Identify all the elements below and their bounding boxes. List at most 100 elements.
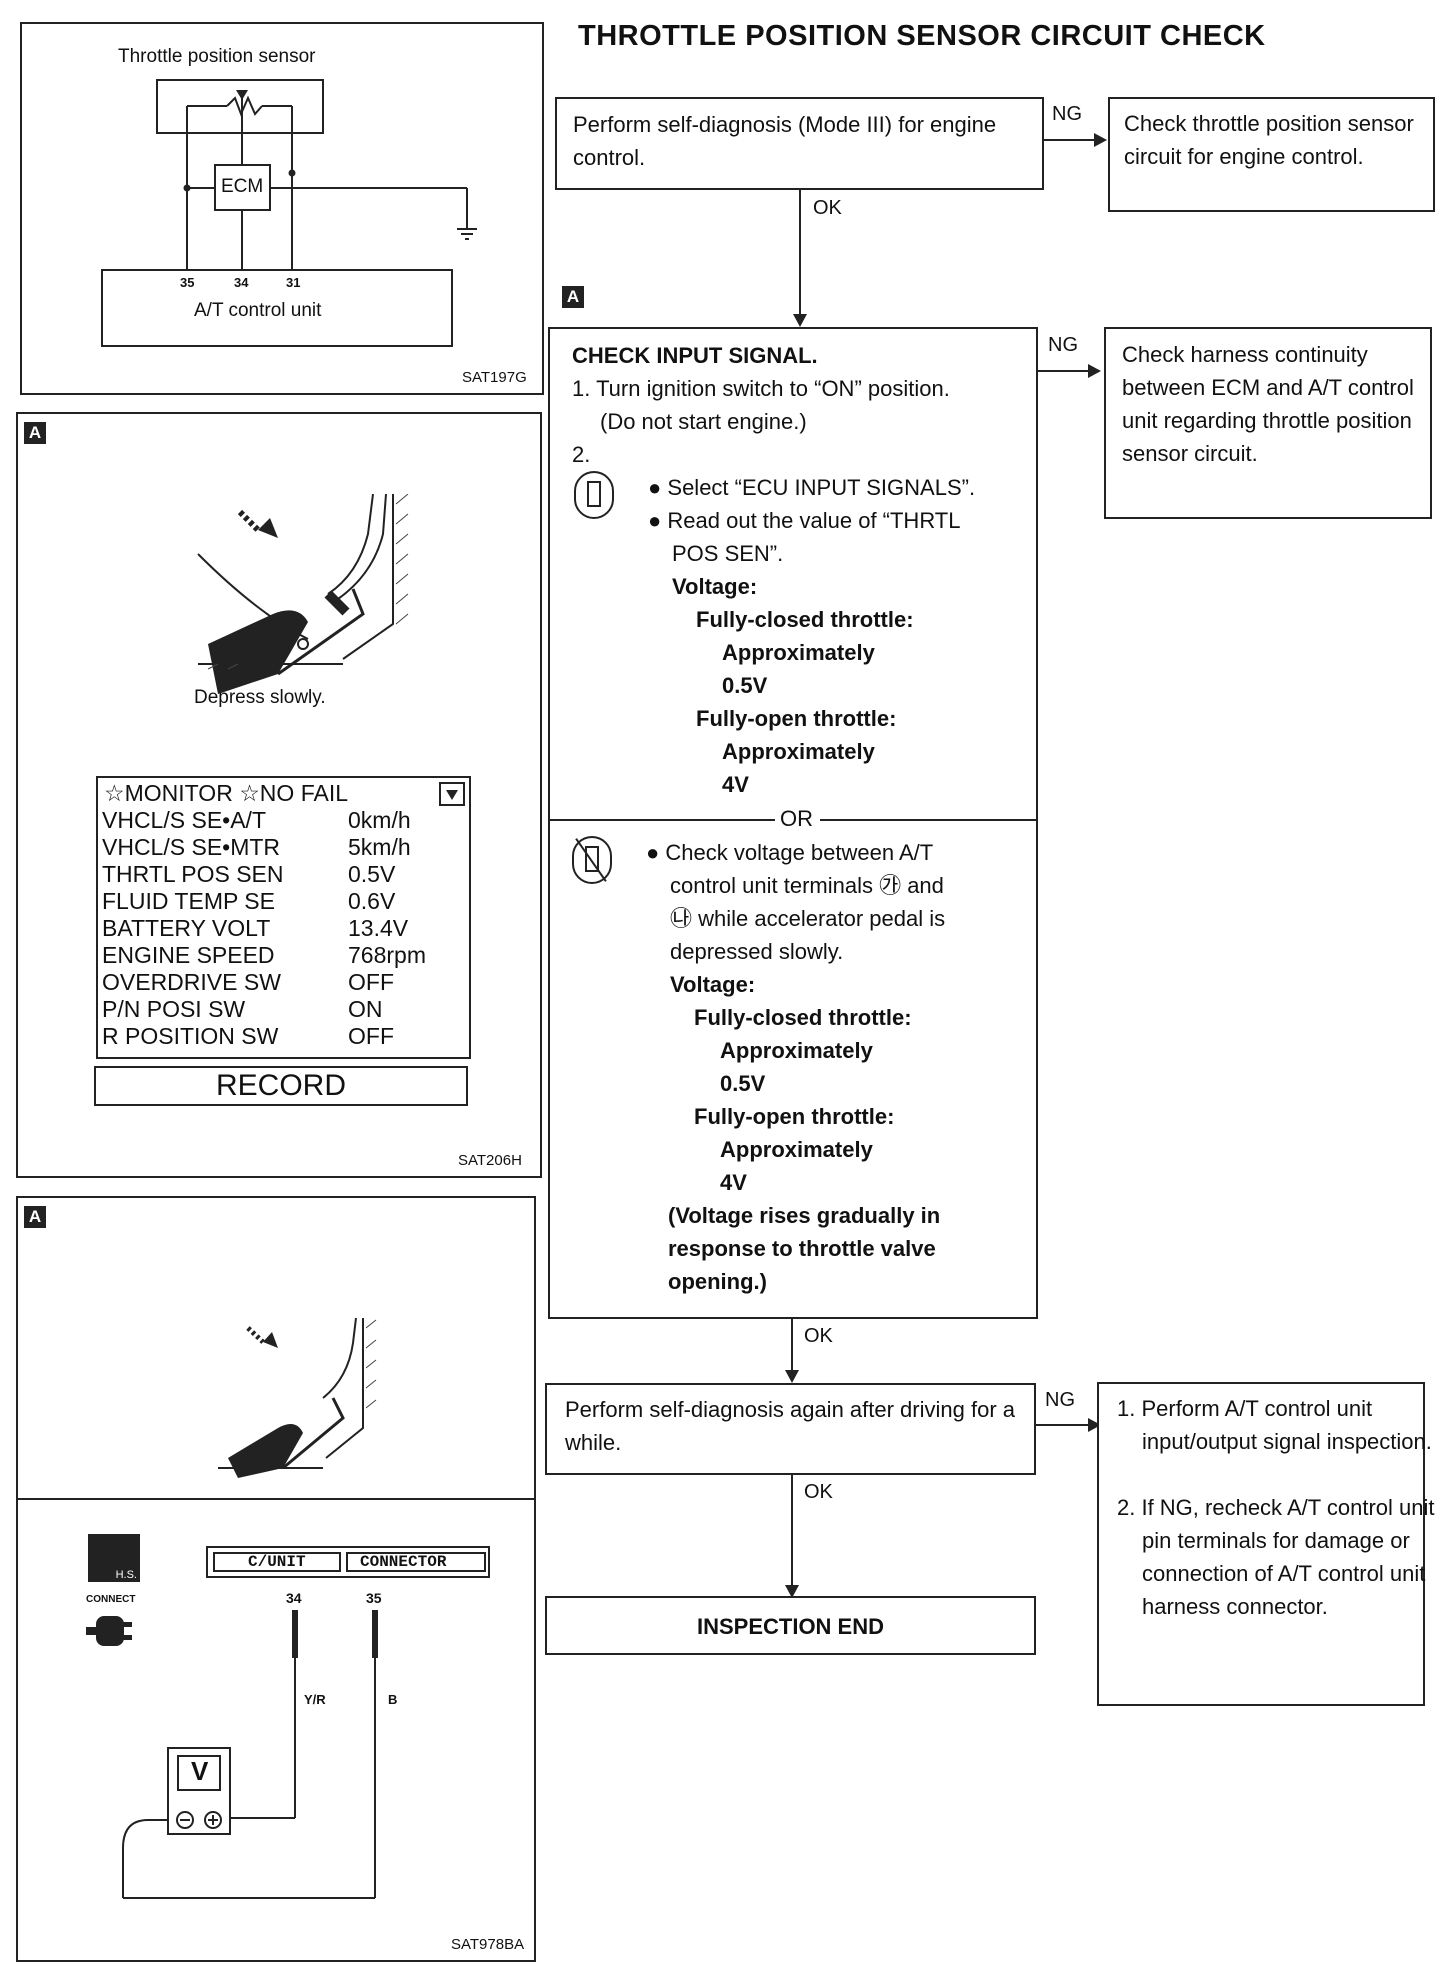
ok3-label: OK [804, 1481, 833, 1503]
connector-label: CONNECTOR [360, 1553, 447, 1571]
monitor-row-value: 5km/h [348, 834, 411, 860]
or-label: OR [780, 806, 813, 831]
pedal-illustration [197, 494, 409, 694]
record-button[interactable]: RECORD [94, 1066, 468, 1106]
approx-4: Approximately [720, 1137, 873, 1162]
check-heading: CHECK INPUT SIGNAL. [572, 343, 818, 368]
circuit-drawing [101, 79, 477, 347]
page-title: THROTTLE POSITION SENSOR CIRCUIT CHECK [578, 20, 1266, 52]
figure-consult-monitor: A Depress slowly. ☆MONITOR ☆NO FAIL VHCL… [16, 412, 542, 1178]
ok2-label: OK [804, 1325, 833, 1347]
note-3: opening.) [668, 1269, 767, 1294]
or-divider-left [550, 819, 775, 821]
monitor-row: THRTL POS SEN 0.5V [102, 861, 462, 888]
voltmeter-label: V [191, 1756, 209, 1786]
step-self-diagnosis-text: Perform self-diagnosis (Mode III) for en… [573, 112, 997, 170]
step-self-diagnosis-again-text: Perform self-diagnosis again after drivi… [565, 1397, 1015, 1455]
approx-2: Approximately [722, 739, 875, 764]
sensor-label: Throttle position sensor [118, 46, 316, 67]
monitor-row-name: OVERDRIVE SW [102, 969, 281, 995]
pin-35: 35 [180, 275, 195, 290]
check-step1b: (Do not start engine.) [600, 409, 807, 434]
ng3-line [1036, 1424, 1088, 1426]
probe-pin-34: 34 [286, 1590, 302, 1606]
note-2: response to throttle valve [668, 1236, 936, 1261]
voltage-label: Voltage: [672, 574, 758, 599]
figure-code: SAT978BA [451, 1936, 525, 1953]
probe-pin-35: 35 [366, 1590, 382, 1606]
ng1-line [1044, 139, 1094, 141]
pin-31: 31 [286, 275, 301, 290]
ok3-arrow [785, 1585, 799, 1598]
ng1-arrow [1094, 133, 1107, 147]
monitor-row-value: 768rpm [348, 942, 426, 968]
monitor-row-value: OFF [348, 969, 394, 995]
inspection-end-box: INSPECTION END [545, 1596, 1036, 1655]
figure-code: SAT206H [458, 1152, 522, 1169]
inspection-end-text: INSPECTION END [696, 1614, 885, 1639]
scroll-down-icon[interactable] [439, 782, 465, 806]
figure-code: SAT197G [462, 369, 527, 386]
depress-caption: Depress slowly. [194, 687, 326, 708]
figure-voltage-check: A H.S. CONNECT C/UNIT CONNECTOR 34 35 Y/… [16, 1196, 536, 1962]
ok3-line [791, 1475, 793, 1589]
alt-check-1: ● Check voltage between A/T [646, 840, 934, 865]
ok1-arrow [793, 314, 807, 327]
alt-check-4: depressed slowly. [670, 939, 844, 964]
monitor-row-value: ON [348, 996, 383, 1022]
monitor-row: VHCL/S SE•A/T 0km/h [102, 807, 462, 834]
ng3-item-2: 2. If NG, recheck A/T control unit pin t… [1117, 1495, 1435, 1619]
probe-wiring [122, 1610, 378, 1899]
ng1-result-box: Check throttle position sensor circuit f… [1108, 97, 1435, 212]
bullet-read-b: POS SEN”. [672, 541, 784, 566]
value-4v-2: 4V [720, 1170, 747, 1195]
connector-frame: C/UNIT CONNECTOR [206, 1546, 490, 1578]
wire-b-label: B [388, 1692, 398, 1707]
hs-label: H.S. [115, 1569, 137, 1581]
ng3-label: NG [1045, 1389, 1075, 1411]
ng1-label: NG [1052, 103, 1082, 125]
panel-divider [18, 1498, 534, 1500]
monitor-row-name: THRTL POS SEN [102, 861, 284, 887]
ng3-result-box: 1. Perform A/T control unit input/output… [1097, 1382, 1435, 1706]
monitor-row-value: 0km/h [348, 807, 411, 833]
check-step1: 1. Turn ignition switch to “ON” position… [572, 376, 950, 401]
check-input-signal-box: CHECK INPUT SIGNAL. 1. Turn ignition swi… [548, 327, 1038, 1319]
ok2-line [791, 1319, 793, 1374]
tag-a: A [24, 1206, 46, 1228]
value-05v-2: 0.5V [720, 1071, 766, 1096]
no-consult-icon [572, 836, 612, 884]
ng2-result-text: Check harness continuity between ECM and… [1122, 342, 1414, 466]
connect-icon [86, 1612, 134, 1650]
monitor-row-name: R POSITION SW [102, 1023, 279, 1049]
fully-closed-label-2: Fully-closed throttle: [694, 1005, 912, 1030]
alt-check-2: control unit terminals ㉮ and [670, 873, 944, 898]
note-1: (Voltage rises gradually in [668, 1203, 941, 1228]
monitor-header: ☆MONITOR ☆NO FAIL [104, 780, 349, 806]
monitor-row-name: VHCL/S SE•A/T [102, 807, 266, 833]
fully-open-label: Fully-open throttle: [696, 706, 897, 731]
ng3-item-1: 1. Perform A/T control unit input/output… [1117, 1396, 1432, 1454]
monitor-row-value: 0.5V [348, 861, 396, 887]
monitor-row: OVERDRIVE SW OFF [102, 969, 462, 996]
monitor-row-name: FLUID TEMP SE [102, 888, 275, 914]
ecm-label: ECM [221, 176, 264, 197]
approx-1: Approximately [722, 640, 875, 665]
bullet-select: ● Select “ECU INPUT SIGNALS”. [648, 475, 976, 500]
pedal-illustration-small [218, 1318, 377, 1478]
figure-circuit-diagram: Throttle position sensor ECM 35 34 31 A/… [20, 22, 544, 395]
monitor-row-value: 13.4V [348, 915, 409, 941]
cunit-label: C/UNIT [248, 1553, 306, 1571]
fully-closed-label: Fully-closed throttle: [696, 607, 914, 632]
alt-check-3: ㉯ while accelerator pedal is [670, 906, 946, 931]
step-self-diagnosis-box: Perform self-diagnosis (Mode III) for en… [555, 97, 1044, 190]
step-self-diagnosis-again-box: Perform self-diagnosis again after drivi… [545, 1383, 1036, 1475]
monitor-row-value: 0.6V [348, 888, 396, 914]
